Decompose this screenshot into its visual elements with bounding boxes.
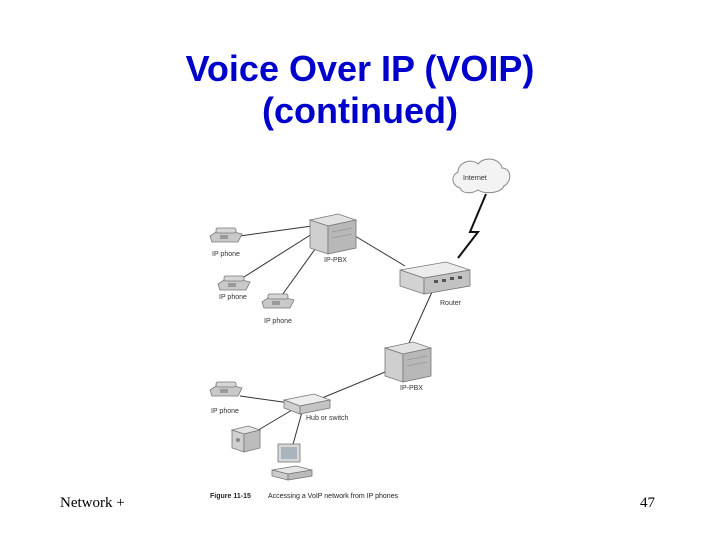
label-ip-pbx-2: IP-PBX — [400, 385, 423, 392]
phone-icon — [209, 227, 243, 243]
phone-icon — [209, 381, 243, 397]
label-internet: Internet — [463, 175, 487, 182]
hub-icon — [282, 393, 332, 415]
title-line-1: Voice Over IP (VOIP) — [185, 48, 535, 89]
cloud-icon — [452, 158, 511, 194]
link-pbx2-hub — [321, 369, 391, 399]
server-icon — [230, 425, 262, 453]
link-phone3-pbx1 — [279, 244, 319, 299]
link-pbx1-router — [354, 235, 406, 267]
desktop-icon — [271, 443, 313, 481]
router-icon — [399, 261, 471, 295]
label-router: Router — [440, 300, 462, 307]
phone-icon — [261, 293, 295, 309]
label-ip-phone-2: IP phone — [219, 294, 247, 301]
slide-title: Voice Over IP (VOIP) (continued) — [0, 48, 720, 132]
label-hub-switch: Hub or switch — [306, 415, 349, 422]
link-desktop-hub — [291, 411, 303, 449]
link-router-pbx2 — [407, 291, 433, 346]
link-phone2-pbx1 — [235, 233, 313, 283]
label-ip-pbx-1: IP-PBX — [324, 257, 347, 264]
link-phone1-pbx1 — [239, 225, 313, 237]
title-line-2: (continued) — [262, 90, 458, 131]
link-phone4-hub — [239, 395, 291, 404]
label-ip-phone-3: IP phone — [264, 318, 292, 325]
figure-caption: Accessing a VoIP network from IP phones — [268, 493, 399, 500]
connection-lines — [235, 225, 433, 449]
server-icon — [383, 341, 433, 383]
footer-course-name: Network + — [60, 495, 125, 511]
label-ip-phone-4: IP phone — [211, 408, 239, 415]
label-ip-phone-1: IP phone — [212, 251, 240, 258]
server-icon — [308, 213, 358, 255]
link-server-hub — [254, 409, 293, 433]
phone-icon — [217, 275, 251, 291]
slide-number: 47 — [640, 495, 655, 511]
figure-number: Figure 11-15 — [210, 493, 251, 500]
wan-link-bolt — [457, 193, 487, 259]
